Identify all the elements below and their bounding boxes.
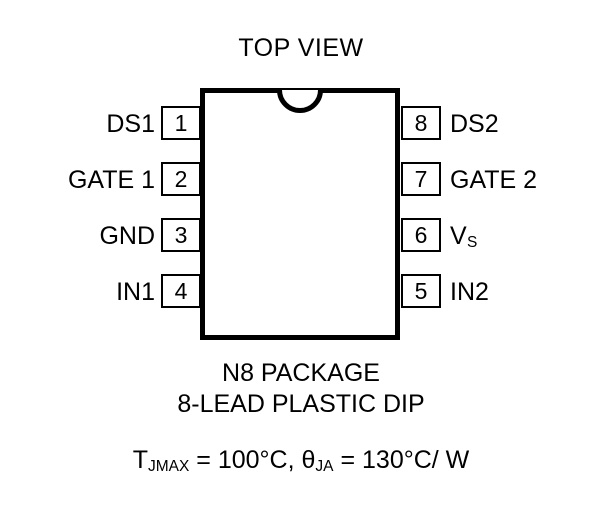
pin-number: 5: [414, 277, 428, 304]
theta-ja-value: = 130°C/ W: [333, 446, 470, 474]
pin-box-1: 1: [161, 106, 201, 140]
pin-label-gate-1: GATE 1: [68, 168, 155, 193]
pin-label-text: DS2: [450, 110, 499, 138]
pin-label-text: V: [450, 222, 467, 250]
package-name: N8 PACKAGE: [222, 359, 380, 387]
pin-label-text: GATE 2: [450, 166, 538, 194]
pin-1-notch-icon: [277, 90, 323, 113]
pin-number: 4: [174, 277, 188, 304]
pin-label-text: IN2: [450, 278, 489, 306]
pin-label-gate-2: GATE 2: [450, 168, 537, 193]
pin-box-8: 8: [401, 106, 441, 140]
pin-number: 3: [174, 221, 188, 248]
thermal-specification: TJMAX = 100°C, θJA = 130°C/ W: [0, 446, 602, 476]
pin-box-7: 7: [401, 162, 441, 196]
pin-label-text: GND: [99, 222, 155, 250]
pin-number: 1: [174, 109, 188, 136]
theta-ja-symbol: θ: [301, 446, 316, 474]
package-body-outline: [200, 88, 400, 340]
pin-label-gnd: GND: [99, 224, 155, 249]
package-caption: N8 PACKAGE 8-LEAD PLASTIC DIP: [0, 358, 602, 420]
tjmax-symbol: T: [132, 446, 149, 474]
pin-label-subscript: S: [466, 234, 478, 252]
pin-label-in2: IN2: [450, 280, 489, 305]
pin-box-3: 3: [161, 218, 201, 252]
page-title: TOP VIEW: [238, 34, 364, 62]
pin-number: 8: [414, 109, 428, 136]
pin-number: 7: [414, 165, 428, 192]
pin-box-4: 4: [161, 274, 201, 308]
pin-label-ds2: DS2: [450, 112, 499, 137]
tjmax-value: = 100°C,: [189, 446, 302, 474]
pin-label-text: DS1: [106, 110, 155, 138]
pin-box-6: 6: [401, 218, 441, 252]
pin-label-text: IN1: [116, 278, 155, 306]
pin-box-2: 2: [161, 162, 201, 196]
pin-number: 6: [414, 221, 428, 248]
pin-label-ds1: DS1: [106, 112, 155, 137]
pin-number: 2: [174, 165, 188, 192]
pin-box-5: 5: [401, 274, 441, 308]
package-description: 8-LEAD PLASTIC DIP: [177, 390, 425, 418]
theta-ja-subscript: JA: [315, 458, 334, 476]
pin-label-in1: IN1: [116, 280, 155, 305]
tjmax-subscript: JMAX: [148, 458, 190, 476]
pin-label-text: GATE 1: [67, 166, 155, 194]
